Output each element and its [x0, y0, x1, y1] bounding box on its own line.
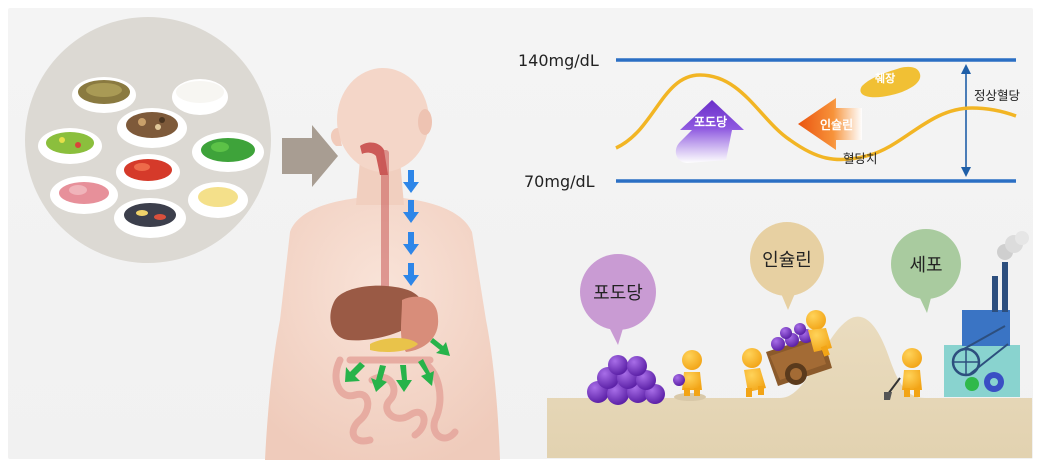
- cell-speech-bubble: [891, 229, 961, 313]
- insulin-speech-bubble: [750, 222, 824, 310]
- normal-range-label: 정상혈당: [974, 88, 1021, 103]
- greens-plate: [192, 132, 264, 172]
- seafood-plate: [114, 198, 186, 238]
- pancreas-label: 췌장: [875, 71, 895, 85]
- upper-limit-label: 140mg/dL: [518, 51, 599, 70]
- insulin-arrow-label: 인슐린: [820, 117, 853, 132]
- glucose-curve: [615, 73, 1017, 162]
- digestion-down-arrows: [403, 170, 419, 286]
- vegetable-plate-left: [38, 128, 102, 164]
- insulin-worker-2: [742, 348, 766, 397]
- glucose-speech-bubble: [580, 254, 656, 345]
- glucose-bubble-text: 포도당: [593, 283, 643, 304]
- cell-factory: [944, 231, 1029, 397]
- soup-bowl: [72, 77, 136, 113]
- lower-limit-label: 70mg/dL: [524, 172, 595, 191]
- kimchi-plate: [116, 154, 180, 190]
- meat-plate: [50, 176, 118, 214]
- absorption-arrows: [345, 338, 450, 392]
- glucose-pile: [587, 355, 665, 405]
- normal-range-arrow: [961, 64, 971, 177]
- metaphor-scene: [547, 222, 1032, 458]
- human-body: [265, 68, 500, 460]
- rice-bowl: [172, 79, 228, 115]
- glucose-arrow-label: 포도당: [694, 114, 727, 129]
- insulin-worker-3: [806, 310, 832, 357]
- food-plate-group: [25, 17, 271, 263]
- glucose-range-chart: [615, 58, 1017, 183]
- glucose-up-arrow: [675, 100, 744, 163]
- pancreas-organ: [860, 66, 921, 98]
- insulin-bubble-text: 인슐린: [762, 250, 812, 271]
- ground: [547, 316, 1032, 458]
- curve-label: 혈당치: [843, 151, 878, 166]
- food-to-body-arrow: [282, 125, 338, 187]
- egg-dish: [188, 182, 248, 218]
- cell-bubble-text: 세포: [909, 255, 942, 276]
- insulin-left-arrow: [798, 98, 862, 150]
- insulin-worker-1: [673, 350, 706, 401]
- insulin-worker-4: [884, 348, 922, 400]
- mixed-dish-plate: [117, 108, 187, 148]
